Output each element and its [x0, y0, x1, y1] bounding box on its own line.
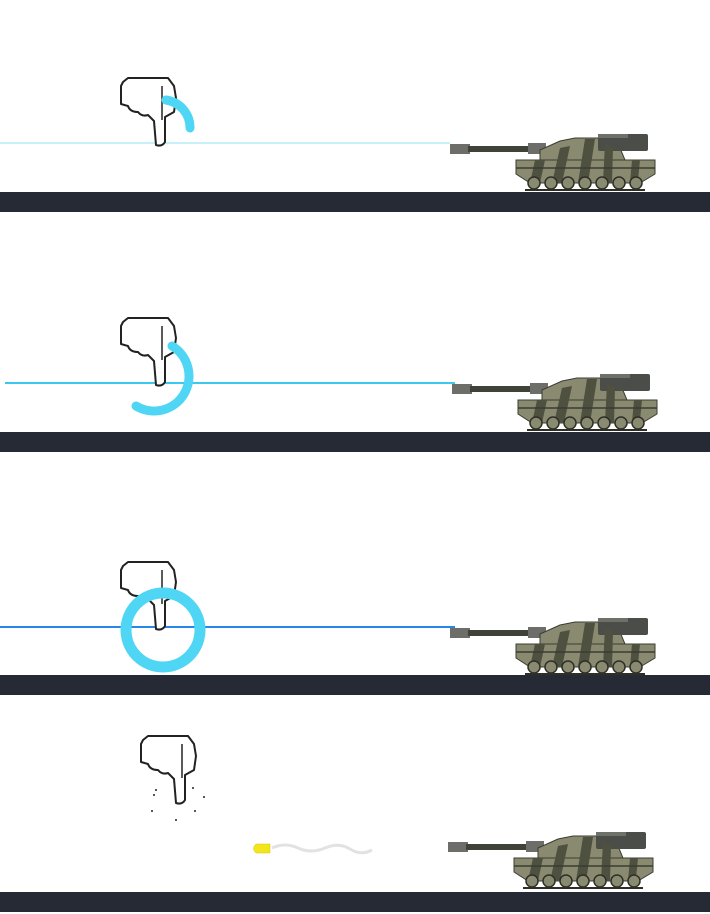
ground: [0, 432, 710, 452]
tank-icon: [449, 133, 656, 192]
ground: [0, 892, 710, 912]
tank-icon: [447, 831, 654, 890]
charge-ring: [120, 587, 206, 673]
bullet-trail: [271, 843, 373, 855]
tap-sparkles: [151, 787, 205, 821]
charge-ring: [161, 95, 195, 133]
panel-step-2: [0, 317, 710, 452]
charge-ring: [131, 341, 194, 416]
bullet-icon: [253, 843, 271, 854]
panel-step-1: [0, 77, 710, 212]
hand-pointing-down-icon[interactable]: [140, 735, 197, 805]
panel-step-3: [0, 561, 710, 695]
hand-pointing-down-icon[interactable]: [120, 77, 177, 147]
panel-step-4: [0, 735, 710, 912]
tank-icon: [449, 617, 656, 676]
hand-pointing-down-icon[interactable]: [120, 317, 177, 387]
tank-icon: [451, 373, 658, 432]
ground: [0, 675, 710, 695]
ground: [0, 192, 710, 212]
